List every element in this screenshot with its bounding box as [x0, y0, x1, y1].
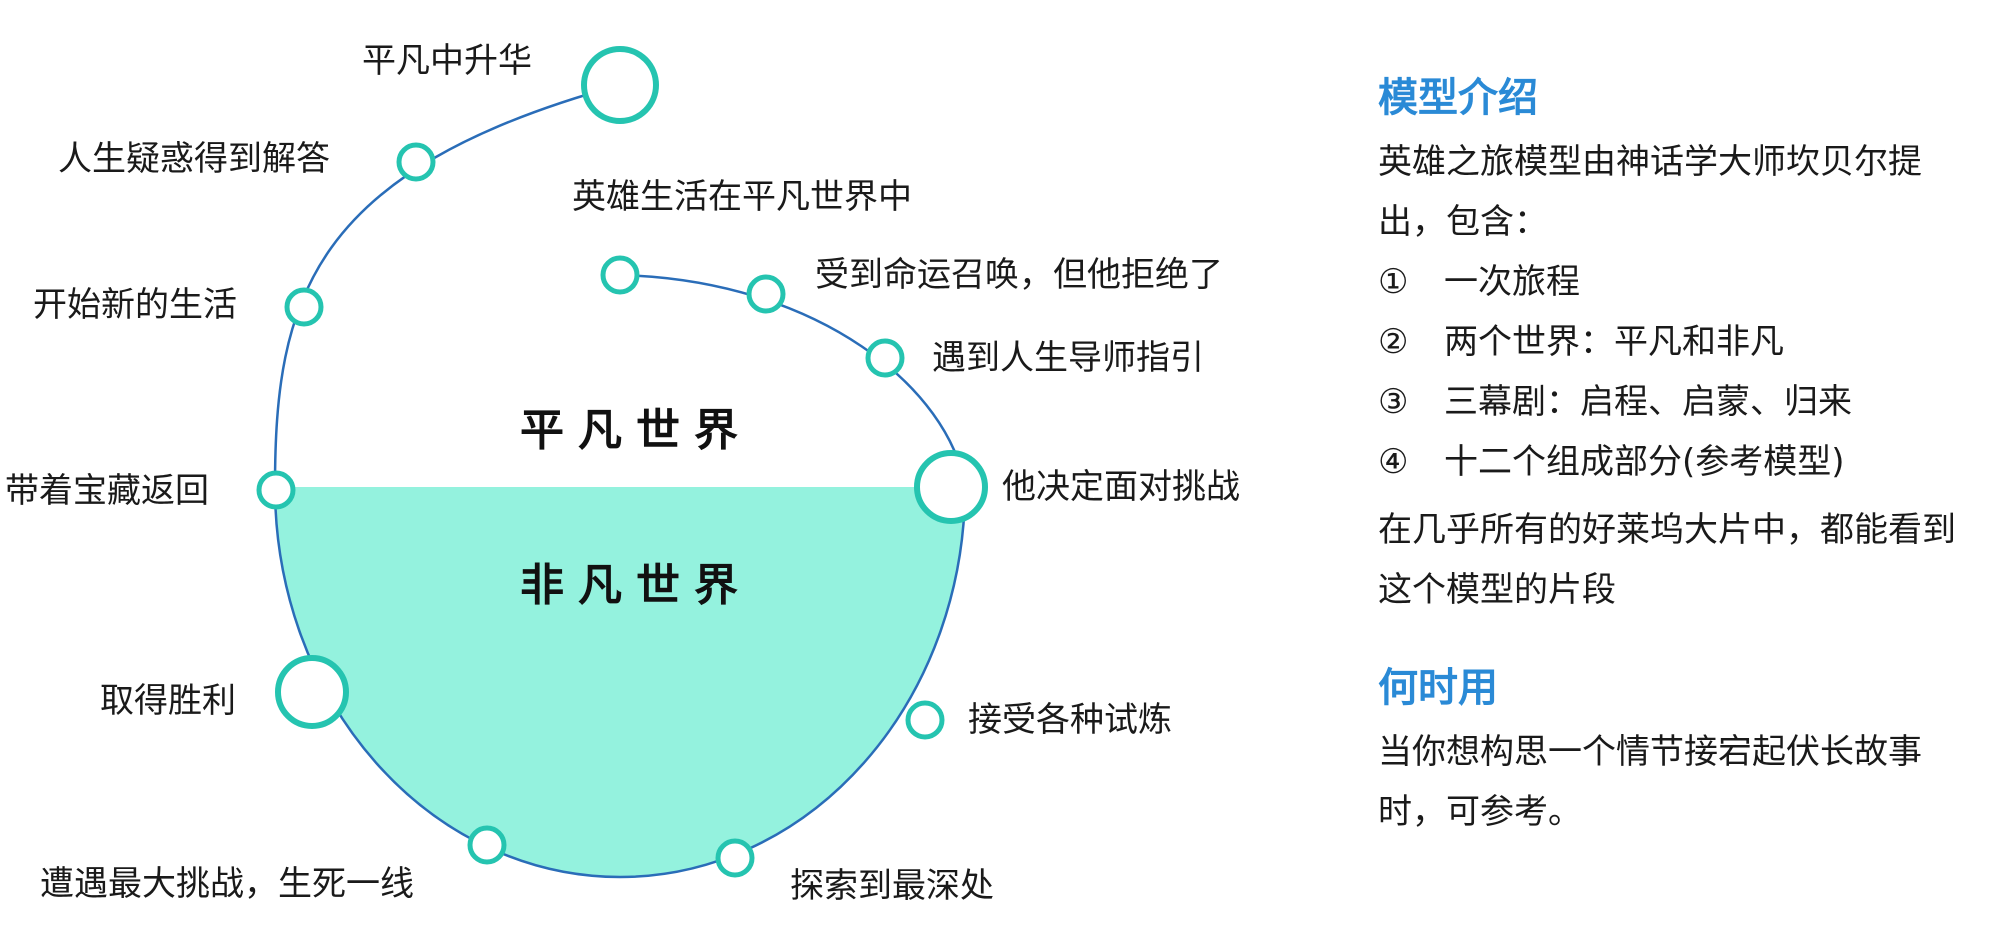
- node-ordeal: [467, 825, 507, 865]
- list-item: ① 一次旅程: [1378, 252, 1978, 312]
- node-victory: [275, 655, 349, 729]
- stage-label-10: 开始新的生活: [33, 285, 237, 325]
- node-answers: [396, 142, 436, 182]
- stage-label-11: 人生疑惑得到解答: [58, 139, 330, 179]
- list-item: ③ 三幕剧：启程、启蒙、归来: [1378, 372, 1978, 432]
- stage-label-9: 带着宝藏返回: [5, 471, 209, 511]
- intro-text: 英雄之旅模型由神话学大师坎贝尔提出，包含：: [1378, 142, 1922, 242]
- list-item-text: 十二个组成部分(参考模型): [1444, 442, 1845, 482]
- list-item-text: 三幕剧：启程、启蒙、归来: [1444, 382, 1852, 422]
- list-item-text: 两个世界：平凡和非凡: [1444, 322, 1784, 362]
- stage-label-1: 英雄生活在平凡世界中: [572, 177, 912, 217]
- hollywood-note: 在几乎所有的好莱坞大片中，都能看到这个模型的片段: [1378, 510, 1956, 610]
- when-to-use-text: 当你想构思一个情节接宕起伏长故事时，可参考。: [1378, 732, 1922, 832]
- stage-label-5: 接受各种试炼: [968, 700, 1172, 740]
- intro-heading: 模型介绍: [1378, 75, 1538, 121]
- special-world-label: 非凡世界: [520, 560, 752, 611]
- list-item: ④ 十二个组成部分(参考模型): [1378, 432, 1978, 492]
- stage-label-6: 探索到最深处: [790, 866, 994, 906]
- stage-label-3: 遇到人生导师指引: [932, 338, 1204, 378]
- info-panel: 模型介绍 英雄之旅模型由神话学大师坎贝尔提出，包含： ① 一次旅程 ② 两个世界…: [1378, 70, 1978, 842]
- stage-label-2: 受到命运召唤，但他拒绝了: [815, 255, 1223, 295]
- node-trials: [905, 700, 945, 740]
- node-sublimation: [581, 46, 659, 124]
- list-item-text: 一次旅程: [1444, 262, 1580, 302]
- list-marker: ②: [1378, 322, 1409, 362]
- node-mentor: [865, 338, 905, 378]
- component-list: ① 一次旅程 ② 两个世界：平凡和非凡 ③ 三幕剧：启程、启蒙、归来 ④ 十二个…: [1378, 252, 1978, 492]
- stage-label-8: 取得胜利: [100, 681, 236, 721]
- stage-label-12: 平凡中升华: [362, 41, 532, 81]
- node-deepest: [715, 838, 755, 878]
- node-new-life: [284, 287, 324, 327]
- node-call-refused: [746, 274, 786, 314]
- when-to-use-heading: 何时用: [1378, 665, 1498, 711]
- list-item: ② 两个世界：平凡和非凡: [1378, 312, 1978, 372]
- list-marker: ③: [1378, 382, 1409, 422]
- special-world-region: [275, 487, 965, 877]
- stage-label-4: 他决定面对挑战: [1002, 467, 1240, 507]
- hero-journey-diagram: 平凡世界 非凡世界 英雄生活在平凡世界中 受到命运召唤，但他拒绝了 遇到人生导师…: [5, 41, 1240, 906]
- node-face-challenge: [914, 450, 988, 524]
- list-marker: ①: [1378, 262, 1409, 302]
- node-return: [256, 470, 296, 510]
- list-marker: ④: [1378, 442, 1409, 482]
- stage-label-7: 遭遇最大挑战，生死一线: [40, 864, 414, 904]
- ordinary-world-label: 平凡世界: [520, 405, 752, 456]
- node-ordinary-life: [600, 255, 640, 295]
